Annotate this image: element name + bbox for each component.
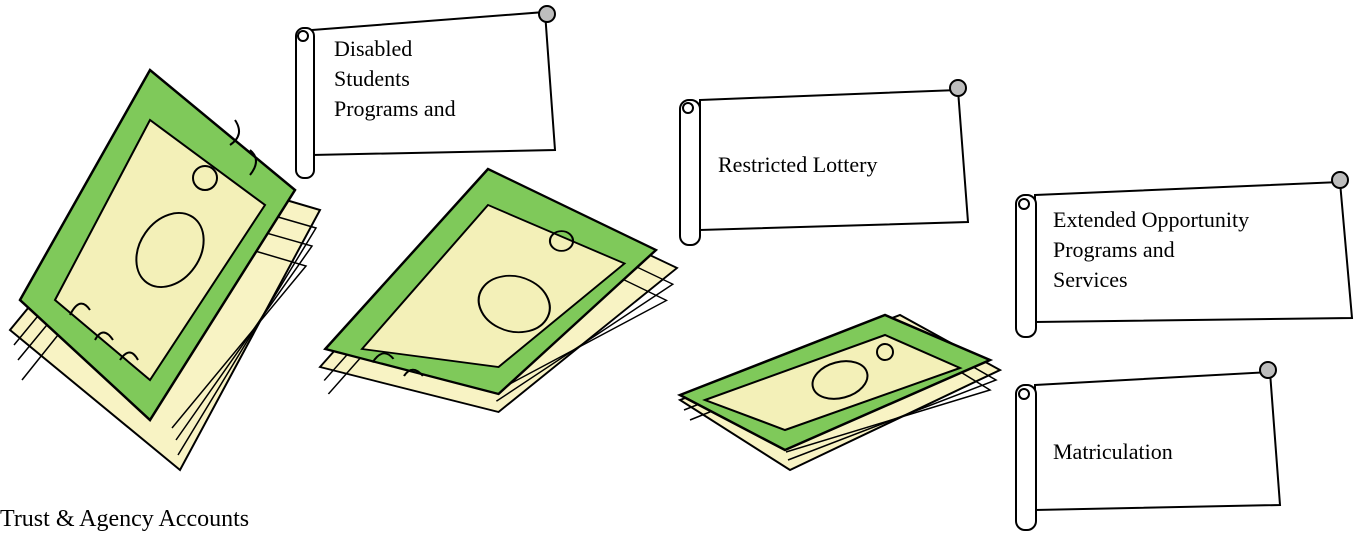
- scroll-banner-lottery: [679, 79, 970, 246]
- banner-label-disabled: Disabled Students Programs and: [334, 34, 456, 124]
- banner-line: Programs and: [1053, 237, 1175, 262]
- caption-text: Trust & Agency Accounts: [0, 506, 250, 532]
- banner-line: Programs and: [334, 96, 456, 121]
- banner-label-lottery: Restricted Lottery: [718, 152, 878, 177]
- scroll-banner-matriculation: [1015, 361, 1282, 531]
- banner-label-eops: Extended Opportunity Programs and Servic…: [1053, 205, 1249, 295]
- banner-line: Students: [334, 66, 410, 91]
- money-stack-middle: [318, 167, 679, 414]
- banner-line: Disabled: [334, 36, 413, 61]
- scroll-banner-disabled: [295, 5, 557, 179]
- banner-line: Extended Opportunity: [1053, 207, 1250, 232]
- scroll-banner-eops: [1015, 171, 1354, 338]
- money-stack-right: [676, 313, 1003, 472]
- banner-line: Services: [1053, 267, 1128, 292]
- money-stack-left: [8, 68, 322, 472]
- banner-label-matriculation: Matriculation: [1053, 439, 1173, 464]
